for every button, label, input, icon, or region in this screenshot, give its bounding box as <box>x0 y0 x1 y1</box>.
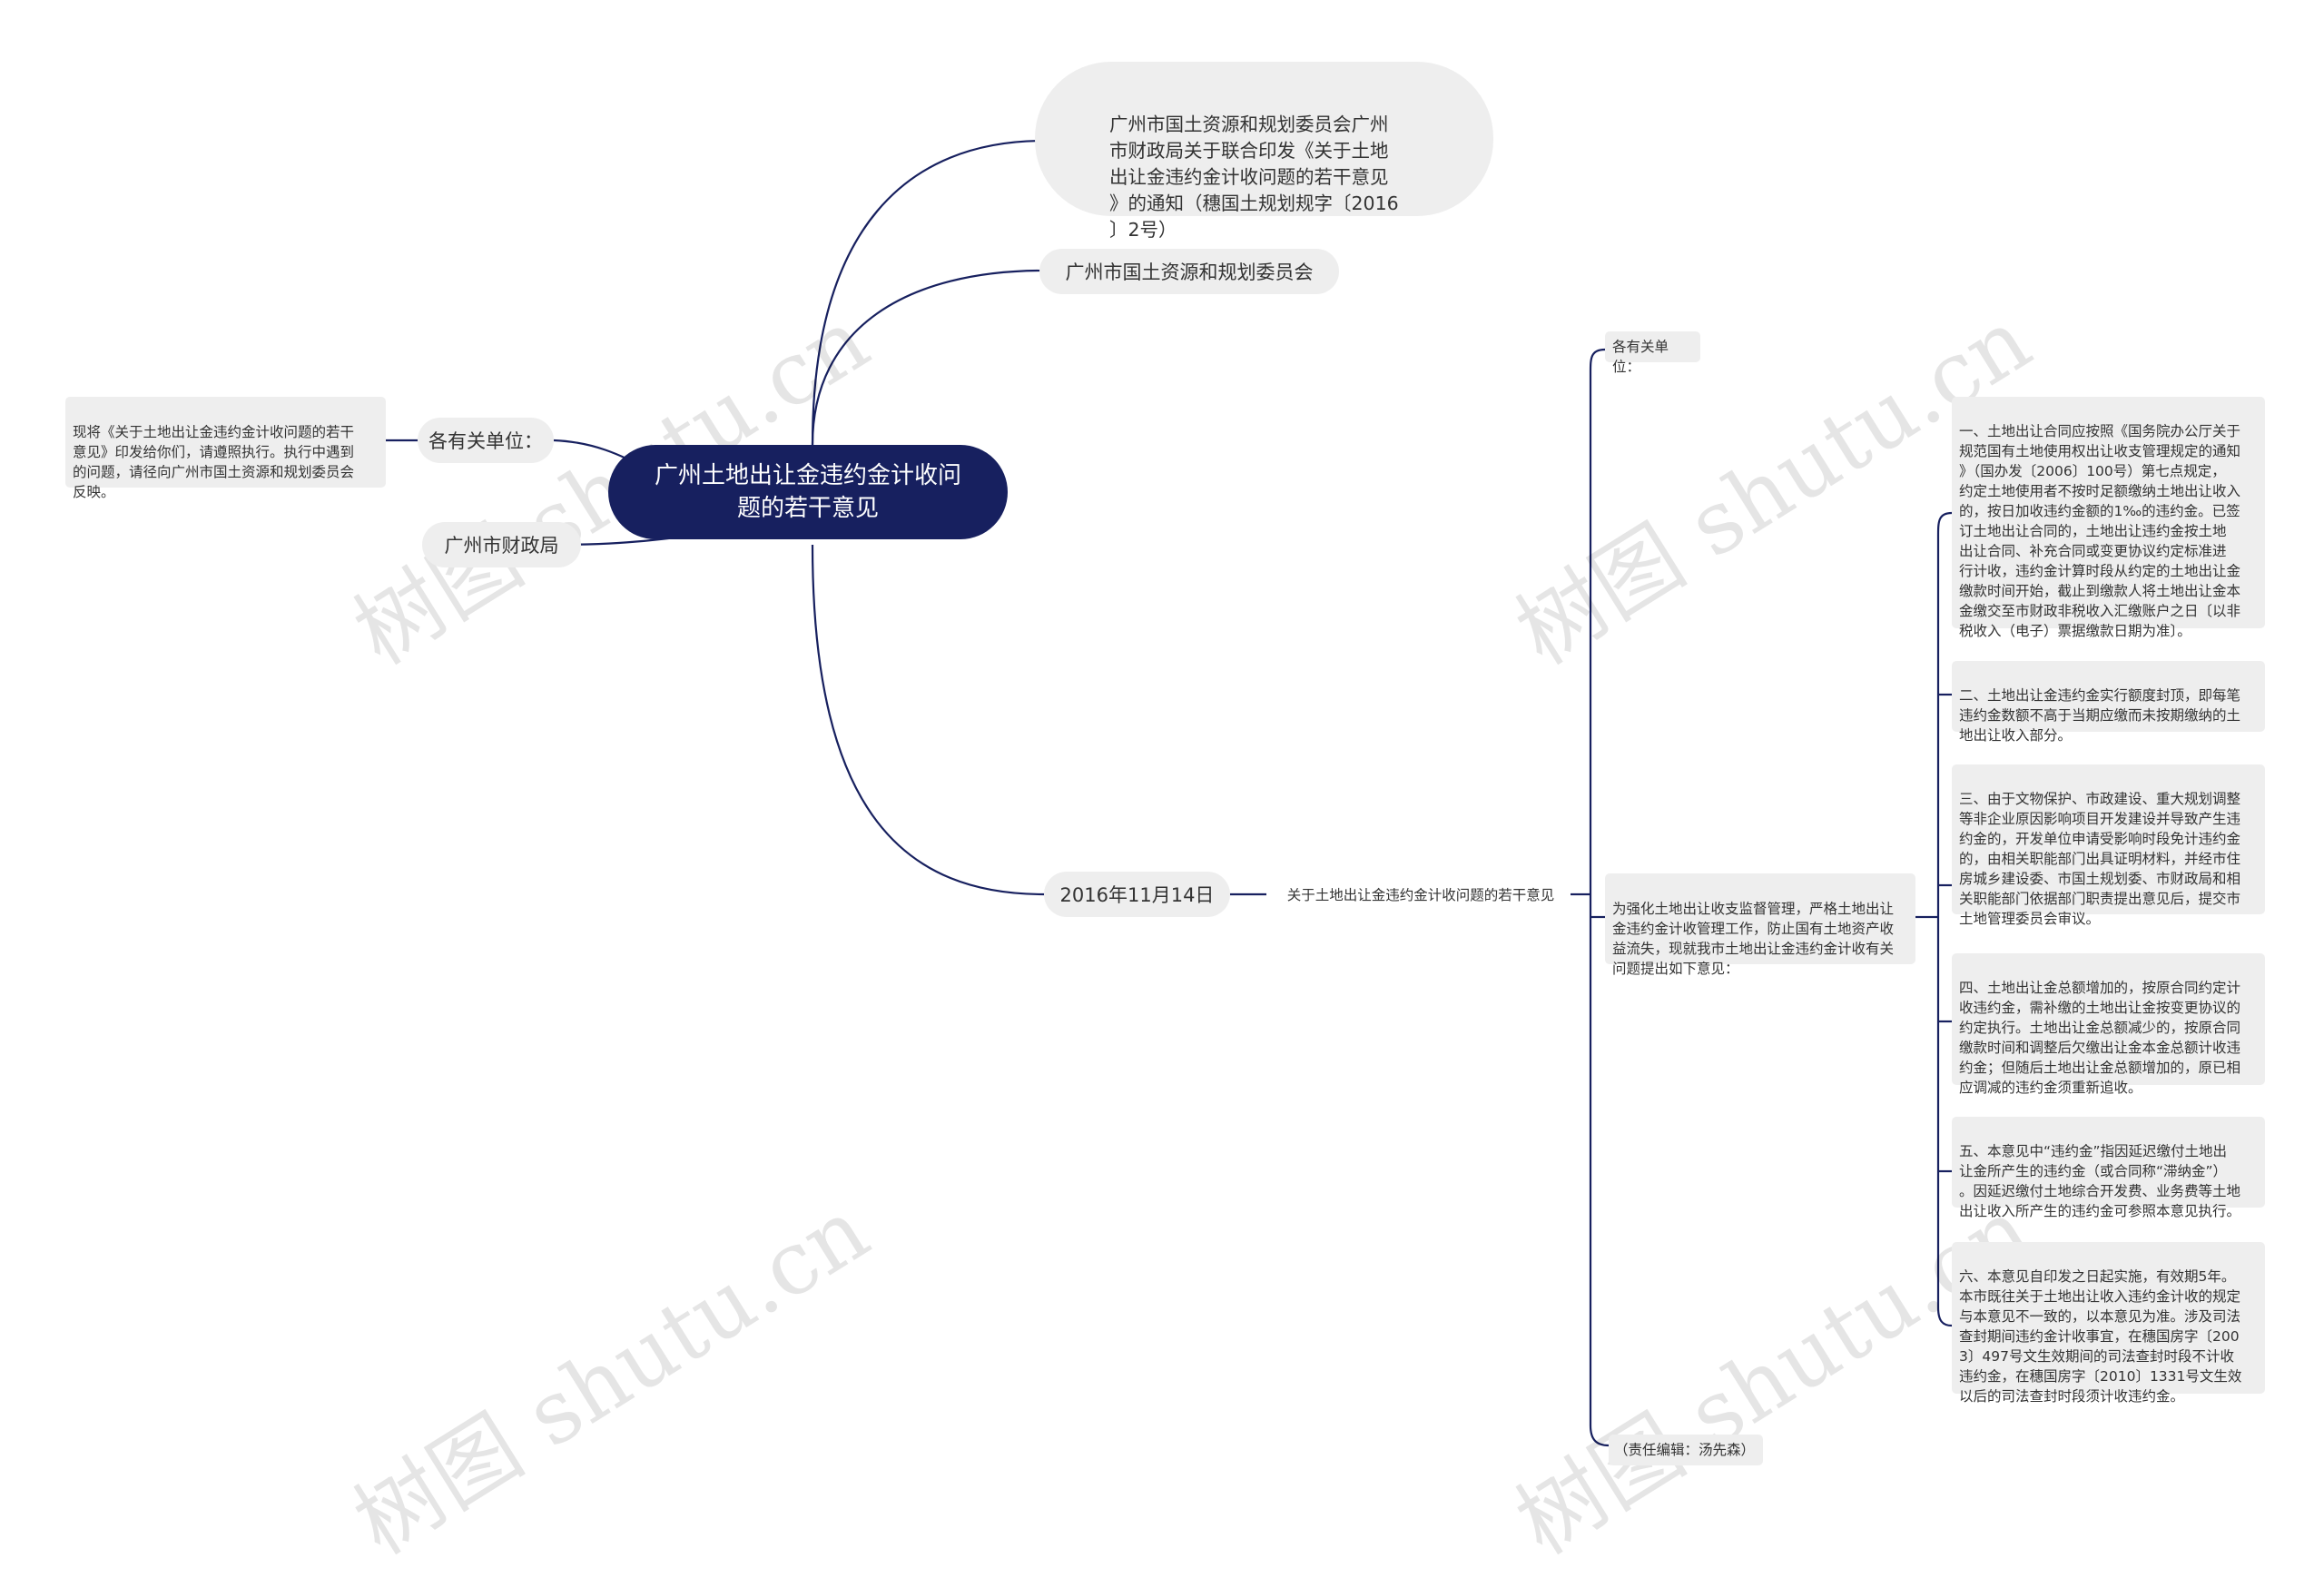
node-recipients-detail[interactable]: 现将《关于土地出让金违约金计收问题的若干 意见》印发给你们，请遵照执行。执行中遇… <box>65 397 386 500</box>
node-item-3[interactable]: 三、由于文物保护、市政建设、重大规划调整 等非企业原因影响项目开发建设并导致产生… <box>1952 764 2265 927</box>
node-issuing-notice[interactable]: 广州市国土资源和规划委员会广州 市财政局关于联合印发《关于土地 出让金违约金计收… <box>1035 62 1493 241</box>
node-date[interactable]: 2016年11月14日 <box>1044 872 1230 917</box>
node-issuer-planning[interactable]: 广州市国土资源和规划委员会 <box>1039 249 1339 294</box>
node-editor[interactable]: （责任编辑：汤先森） <box>1609 1435 1763 1465</box>
editor-label: （责任编辑：汤先森） <box>1614 1442 1756 1458</box>
node-item-1[interactable]: 一、土地出让合同应按照《国务院办公厅关于 规范国有土地使用权出让收支管理规定的通… <box>1952 397 2265 639</box>
recipients-left-label: 各有关单位： <box>428 430 543 452</box>
preamble-text: 为强化土地出让收支监督管理，严格土地出让 金违约金计收管理工作，防止国有土地资产… <box>1612 901 1895 977</box>
item-2-text: 二、土地出让金违约金实行额度封顶，即每笔 违约金数额不高于当期应缴而未按期缴纳的… <box>1959 687 2241 744</box>
bracket-level3 <box>1936 511 1953 1327</box>
item-6-text: 六、本意见自印发之日起实施，有效期5年。 本市既往关于土地出让收入违约金计收的规… <box>1959 1268 2242 1405</box>
bracket-level2 <box>1589 348 1610 1447</box>
link-root-notice <box>811 139 1045 446</box>
link-root-issuer-planning <box>811 269 1045 446</box>
node-item-2[interactable]: 二、土地出让金违约金实行额度封顶，即每笔 违约金数额不高于当期应缴而未按期缴纳的… <box>1952 661 2265 744</box>
document-title-label: 关于土地出让金违约金计收问题的若干意见 <box>1286 887 1555 903</box>
node-document-title[interactable]: 关于土地出让金违约金计收问题的若干意见 <box>1266 883 1575 908</box>
issuing-notice-text: 广州市国土资源和规划委员会广州 市财政局关于联合印发《关于土地 出让金违约金计收… <box>1109 113 1399 241</box>
date-label: 2016年11月14日 <box>1059 884 1215 906</box>
root-node[interactable]: 广州土地出让金违约金计收问题的若干意见 <box>608 445 1008 539</box>
item-4-text: 四、土地出让金总额增加的，按原合同约定计 收违约金，需补缴的土地出让金按变更协议… <box>1959 980 2241 1096</box>
item-5-text: 五、本意见中“违约金”指因延迟缴付土地出 让金所产生的违约金（或合同称“滞纳金”… <box>1959 1143 2241 1219</box>
item-3-text: 三、由于文物保护、市政建设、重大规划调整 等非企业原因影响项目开发建设并导致产生… <box>1959 791 2241 927</box>
root-title: 广州土地出让金违约金计收问题的若干意见 <box>654 462 961 522</box>
link-root-date <box>811 544 1045 896</box>
issuer-planning-label: 广州市国土资源和规划委员会 <box>1065 261 1314 283</box>
issuer-finance-label: 广州市财政局 <box>444 535 559 557</box>
recipients-detail-text: 现将《关于土地出让金违约金计收问题的若干 意见》印发给你们，请遵照执行。执行中遇… <box>73 424 355 500</box>
item-1-text: 一、土地出让合同应按照《国务院办公厅关于 规范国有土地使用权出让收支管理规定的通… <box>1959 423 2241 639</box>
node-item-6[interactable]: 六、本意见自印发之日起实施，有效期5年。 本市既往关于土地出让收入违约金计收的规… <box>1952 1242 2265 1405</box>
node-item-4[interactable]: 四、土地出让金总额增加的，按原合同约定计 收违约金，需补缴的土地出让金按变更协议… <box>1952 953 2265 1096</box>
connector-lines <box>386 139 1953 1447</box>
node-item-5[interactable]: 五、本意见中“违约金”指因延迟缴付土地出 让金所产生的违约金（或合同称“滞纳金”… <box>1952 1117 2265 1219</box>
node-recipients-right[interactable]: 各有关单位： <box>1605 331 1700 375</box>
node-issuer-finance[interactable]: 广州市财政局 <box>422 522 581 567</box>
node-preamble[interactable]: 为强化土地出让收支监督管理，严格土地出让 金违约金计收管理工作，防止国有土地资产… <box>1605 873 1915 977</box>
recipients-right-label: 各有关单位： <box>1612 339 1669 375</box>
node-recipients-left[interactable]: 各有关单位： <box>418 418 554 463</box>
